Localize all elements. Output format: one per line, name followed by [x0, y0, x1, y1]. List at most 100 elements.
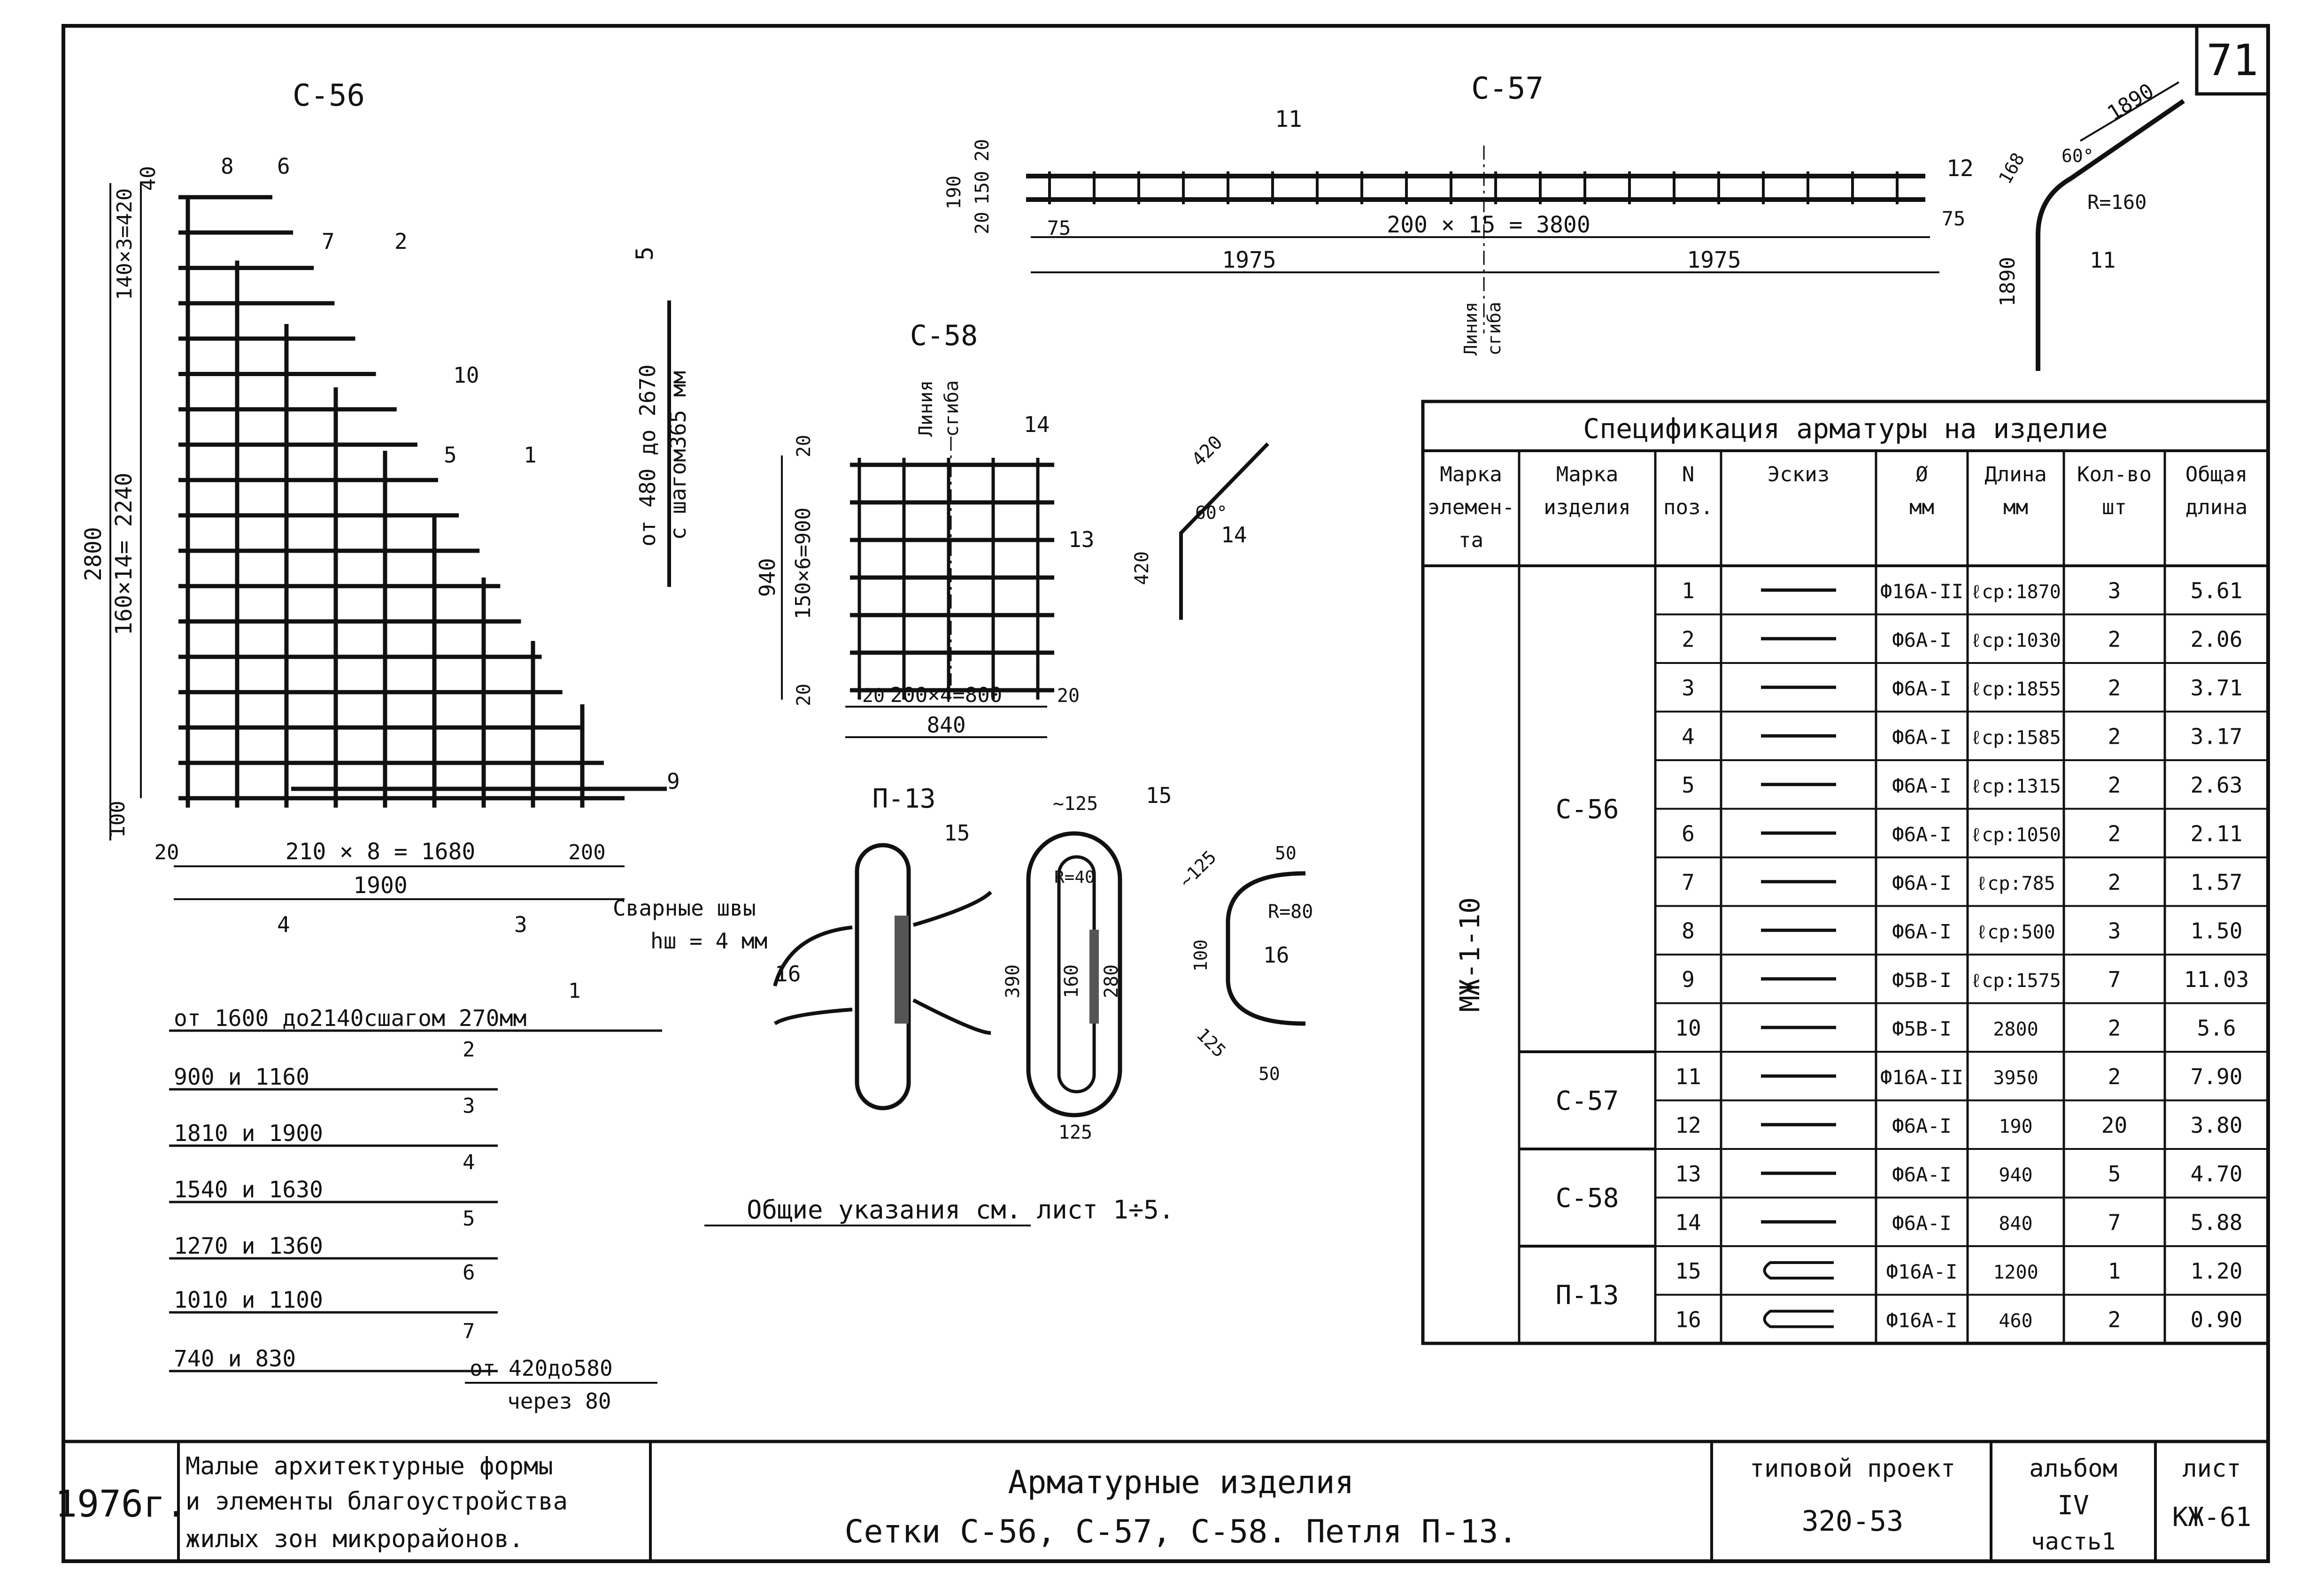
spec-cell-len: ℓср:1315: [1970, 776, 2061, 797]
c58-dim-top: 20: [793, 435, 815, 457]
title-block-project-value: 320-53: [1802, 1505, 1904, 1538]
spec-cell-total: 0.90: [2191, 1307, 2243, 1332]
spec-cell-len: ℓср:1870: [1970, 581, 2061, 603]
title-block-project-label: типовой проект: [1750, 1455, 1955, 1483]
spec-cell-pos: 3: [1682, 675, 1695, 701]
spec-cell-dia: Ф16А-I: [1886, 1309, 1958, 1332]
spec-cell-total: 7.90: [2191, 1064, 2243, 1089]
c56-bar5-note: от 480 до 2670: [635, 364, 660, 547]
spec-cell-len: ℓср:1585: [1970, 727, 2061, 748]
c57-dim-end-left: 75: [1047, 216, 1071, 239]
c58-dim-w-main: 200×4=800: [890, 683, 1002, 707]
c56-dim-span: 210 × 8 = 1680: [286, 839, 476, 865]
bar-list-num: 3: [463, 1094, 475, 1118]
p13-weld-label: Сварные швы: [613, 895, 756, 921]
title-block-year: 1976г.: [55, 1483, 187, 1526]
bar-list-num: 7: [463, 1319, 475, 1343]
c56-callout-1: 1: [524, 442, 537, 468]
p13-title: П-13: [872, 784, 936, 814]
spec-cell-len: 3950: [1993, 1067, 2038, 1089]
spec-sketch-loop-icon: [1763, 1261, 1834, 1279]
p13-dim-r40: R=40: [1054, 868, 1095, 887]
general-note: Общие указания см. лист 1÷5.: [747, 1195, 1174, 1225]
c57-title: С-57: [1471, 71, 1544, 106]
spec-cell-qty: 2: [2108, 1064, 2121, 1089]
spec-cell-dia: Ф16А-I: [1886, 1260, 1958, 1283]
spec-cell-dia: Ф6А-I: [1892, 1163, 1951, 1186]
spec-cell-total: 11.03: [2184, 967, 2249, 992]
bar-list-num: 6: [463, 1261, 475, 1285]
spec-cell-dia: Ф6А-I: [1892, 823, 1951, 846]
spec-cell-qty: 2: [2108, 772, 2121, 798]
bar-list-num: 4: [463, 1150, 475, 1174]
spec-cell-dia: Ф6А-I: [1892, 774, 1951, 797]
spec-header-cell: Эскиз: [1768, 462, 1830, 486]
spec-cell-pos: 10: [1675, 1015, 1701, 1040]
title-block-title-1: Арматурные изделия: [1008, 1464, 1354, 1501]
bar-list-text: 1270 и 1360: [174, 1233, 323, 1259]
spec-cell-pos: 16: [1675, 1307, 1701, 1332]
title-block-title-2: Сетки С-56, С-57, С-58. Петля П-13.: [845, 1513, 1518, 1550]
c56-dim-total: 2800: [80, 527, 107, 581]
c57-dim-20b: 20: [972, 212, 993, 234]
p13-dim-50a: 50: [1275, 843, 1297, 863]
sheet-number-box: [2195, 24, 2270, 96]
c57-bend-len-a: 1890: [2103, 79, 2158, 125]
spec-cell-qty: 3: [2108, 918, 2121, 943]
title-block-album-label: альбом: [2029, 1455, 2117, 1483]
c56-callout-5: 5: [444, 442, 457, 468]
spec-cell-dia: Ф6А-I: [1892, 628, 1951, 651]
p13-dim-100: 100: [1190, 940, 1211, 972]
p13-dim-390: 390: [1002, 964, 1024, 998]
c58-bend-line-2: сгиба: [941, 380, 963, 437]
spec-cell-len: ℓср:1030: [1970, 630, 2061, 651]
p13-weld-front: [895, 916, 909, 1024]
c56-dim-width: 1900: [353, 872, 408, 899]
p13-weld-side: [1089, 930, 1099, 1024]
c56-callout-7: 7: [322, 229, 335, 254]
bar-list-extra-1: от 420до580: [470, 1356, 613, 1381]
c56-callout-4: 4: [277, 912, 290, 937]
spec-cell-qty: 20: [2101, 1112, 2127, 1138]
spec-cell-dia: Ф5В-I: [1892, 969, 1951, 992]
bar-list-text: 1010 и 1100: [174, 1287, 323, 1313]
spec-cell-pos: 12: [1675, 1112, 1701, 1138]
spec-header-cell: N: [1682, 462, 1695, 486]
spec-cell-qty: 2: [2108, 870, 2121, 895]
c58-dim-total: 940: [755, 558, 780, 597]
c57-drawing: С-57 11 12 200 × 15 = 3800 1975 1975 75 …: [943, 71, 2185, 371]
bar-list-text: 900 и 1160: [174, 1064, 309, 1090]
p13-dim-280: 280: [1101, 964, 1122, 998]
bar-list-num: 2: [463, 1038, 475, 1062]
spec-cell-qty: 2: [2108, 1015, 2121, 1040]
spec-cell-qty: 2: [2108, 626, 2121, 652]
spec-cell-qty: 1: [2108, 1258, 2121, 1284]
c57-dim-end-right: 75: [1942, 207, 1966, 230]
spec-cell-pos: 6: [1682, 821, 1695, 846]
spec-header-cell: шт: [2102, 495, 2127, 519]
spec-cell-dia: Ф6А-I: [1892, 1211, 1951, 1234]
spec-cell-total: 4.70: [2191, 1161, 2243, 1187]
spec-group-name: С-57: [1556, 1086, 1619, 1117]
spec-cell-dia: Ф6А-I: [1892, 725, 1951, 748]
spec-cell-dia: Ф6А-I: [1892, 871, 1951, 894]
c56-dim-left: 20: [154, 840, 179, 864]
c56-dim-40: 40: [136, 166, 160, 191]
c57-dim-20a: 20: [972, 139, 993, 162]
spec-table-border: [1421, 400, 2270, 1345]
c56-dim-main: 160×14= 2240: [111, 473, 137, 636]
spec-cell-pos: 8: [1682, 918, 1695, 943]
c57-bend-line-2: сгиба: [1484, 302, 1505, 355]
sheet-number: 71: [2207, 35, 2259, 85]
p13-dim-160: 160: [1061, 964, 1082, 998]
c57-crossbars: [1048, 171, 1899, 204]
spec-cell-qty: 2: [2108, 821, 2121, 846]
spec-cell-total: 1.50: [2191, 918, 2243, 943]
c57-bend-shape: [2036, 99, 2185, 371]
c57-dim-half-left: 1975: [1222, 247, 1276, 273]
c57-bend-angle: 60°: [2061, 146, 2094, 166]
p13-anchor-left: [773, 925, 853, 1025]
spec-cell-len: 940: [1999, 1164, 2032, 1186]
spec-cell-len: 190: [1999, 1116, 2032, 1137]
spec-cell-pos: 5: [1682, 772, 1695, 798]
